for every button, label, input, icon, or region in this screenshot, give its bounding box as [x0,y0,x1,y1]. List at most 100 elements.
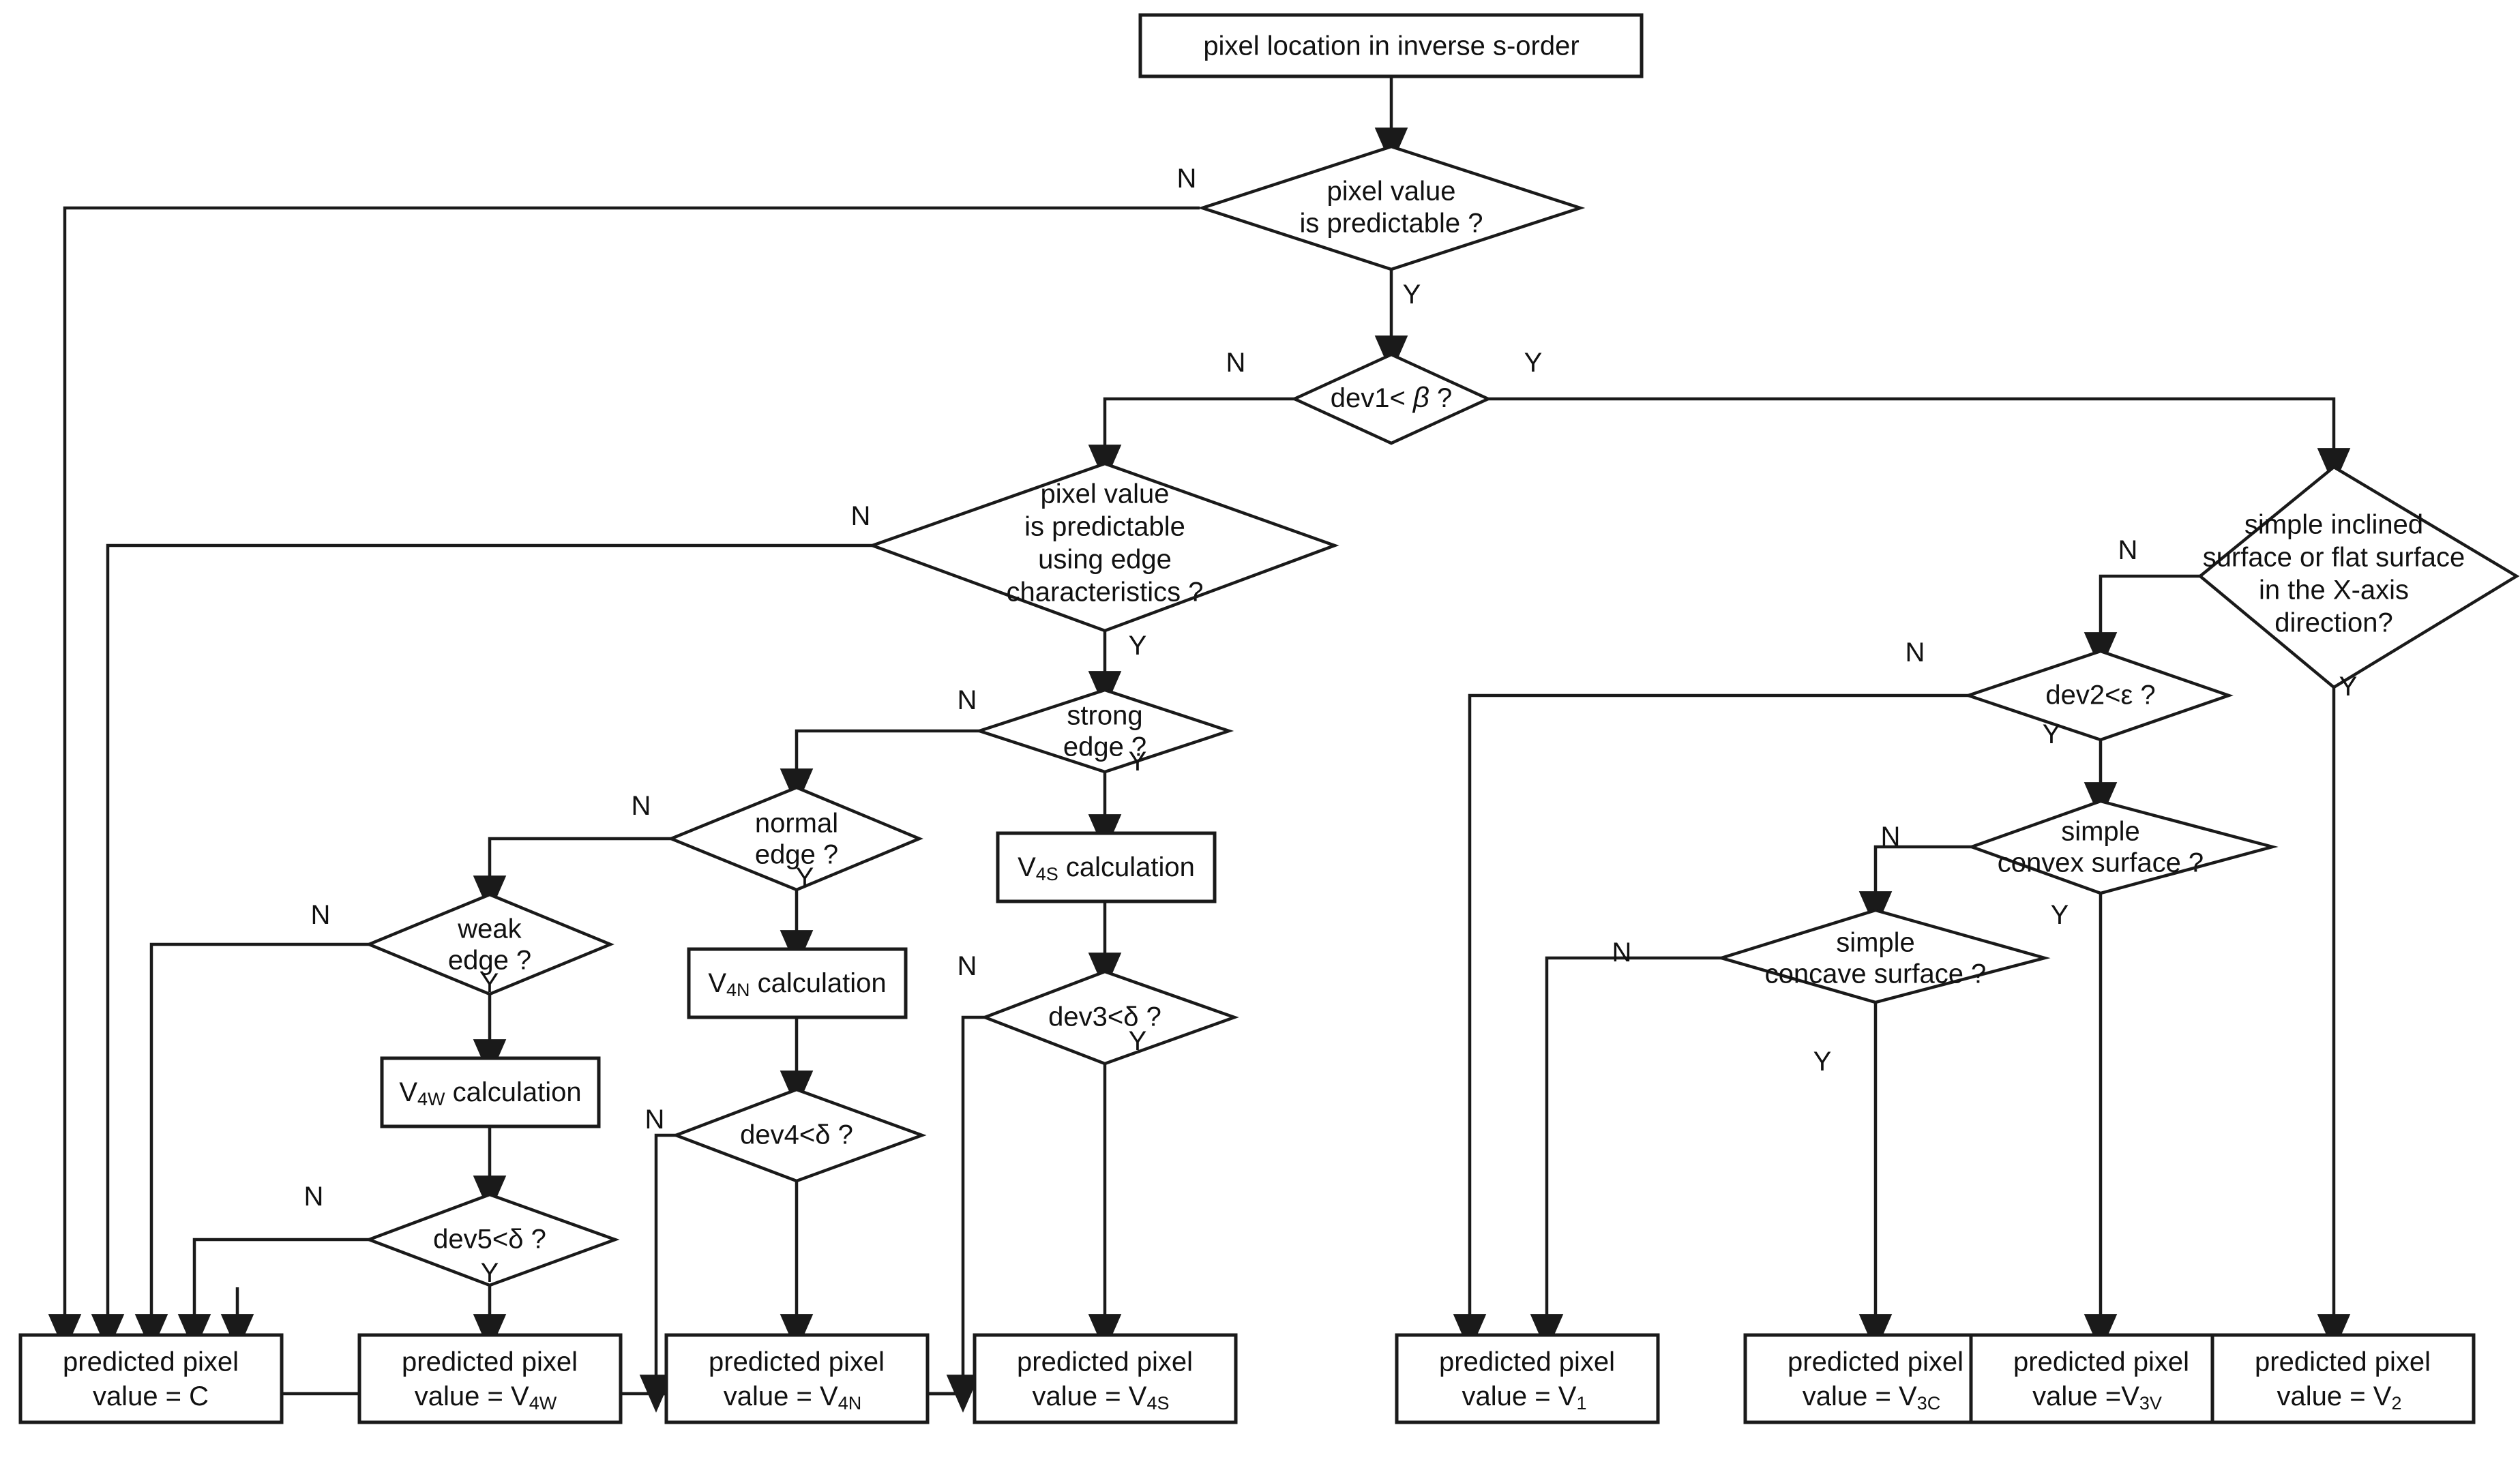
decision-label-line2: is predictable ? [1299,209,1483,239]
node-simple-inclined-surface[interactable]: simple inclined surface or flat surface … [2197,465,2520,689]
terminal-box [1395,1333,1660,1424]
terminal-label-line2: value = V2 [2277,1381,2402,1414]
node-result-v4n[interactable]: predicted pixel value = V4N [664,1333,930,1424]
branch-label-no: N [632,791,651,821]
branch-label-no: N [2118,535,2138,565]
node-normal-edge[interactable]: normal edge ? [667,785,923,892]
decision-diamond [1716,908,2051,1004]
decision-label-line4: characteristics ? [1007,578,1204,608]
terminal-label-line1: predicted pixel [1017,1347,1193,1377]
branch-label-no: N [958,685,977,715]
terminal-box [2210,1333,2476,1424]
edge-strong-no [780,729,982,807]
decision-label-line3: using edge [1038,545,1172,575]
decision-diamond [364,1193,620,1287]
node-simple-concave-surface[interactable]: simple concave surface ? [1716,908,2051,1004]
node-result-v3c[interactable]: predicted pixel value = V3C [1743,1333,2008,1424]
terminal-label-line1: predicted pixel [2013,1347,2189,1377]
process-label: V4W calculation [399,1077,581,1110]
edge-dev5-no [177,1238,372,1352]
node-pixel-value-predictable[interactable]: pixel value is predictable ? [1197,145,1586,271]
edge-normal-no [473,837,674,914]
decision-diamond [1967,799,2279,895]
branch-label-yes: Y [1813,1047,1832,1077]
decision-label-line1: dev1< β ? [1331,381,1453,413]
node-v4s-calculation[interactable]: V4S calculation [996,831,1217,903]
branch-label-no: N [1612,938,1632,968]
branch-label-no: N [1881,822,1901,852]
decision-label-line2: surface or flat surface [2203,543,2465,573]
node-result-v4s[interactable]: predicted pixel value = V4S [973,1333,1238,1424]
decision-label-line1: dev3<δ ? [1048,1002,1161,1032]
terminal-label-line1: predicted pixel [1439,1347,1615,1377]
node-weak-edge[interactable]: weak edge ? [365,893,614,996]
edge-concave-no [1530,956,1724,1352]
node-result-v2[interactable]: predicted pixel value = V2 [2210,1333,2476,1424]
node-edge-characteristics[interactable]: pixel value is predictable using edge ch… [868,462,1339,633]
branch-label-no: N [1177,164,1197,194]
terminal-label-line2: value = V4S [1033,1381,1170,1414]
node-dev3[interactable]: dev3<δ ? [980,970,1239,1066]
decision-label-line2: edge ? [755,840,838,870]
node-strong-edge[interactable]: strong edge ? [974,688,1234,774]
process-box [996,831,1217,903]
decision-diamond [974,688,1234,774]
branch-label-yes: Y [2051,900,2069,930]
decision-label-line1: simple [2061,817,2140,847]
edge-dev1-no [1088,397,1297,483]
decision-label-line1: dev4<δ ? [740,1120,853,1150]
branch-label-no: N [1906,638,1925,668]
decision-diamond [1963,649,2234,742]
node-v4n-calculation[interactable]: V4N calculation [687,947,908,1019]
process-label: V4S calculation [1018,852,1195,885]
branch-label-yes: Y [1129,1026,1147,1056]
node-v4w-calculation[interactable]: V4W calculation [380,1056,601,1128]
process-box [380,1056,601,1128]
node-simple-convex-surface[interactable]: simple convex surface ? [1967,799,2279,895]
decision-label-line1: dev5<δ ? [433,1225,546,1255]
start-box [1138,13,1644,78]
edge-convex-no [1858,845,1974,929]
decision-label-line3: in the X-axis [2259,575,2409,605]
terminal-label-line2: value =V3V [2032,1381,2162,1414]
decision-diamond [667,785,923,892]
node-start[interactable]: pixel location in inverse s-order [1138,13,1644,78]
edge-edgechar-no [91,543,875,1352]
terminal-label-line1: predicted pixel [402,1347,578,1377]
terminal-box [357,1333,623,1424]
edge-predictable-no [48,206,1200,1352]
node-dev1[interactable]: dev1< β ? [1290,353,1492,445]
terminal-label-line1: predicted pixel [2255,1347,2431,1377]
node-dev4[interactable]: dev4<δ ? [671,1088,927,1183]
branch-label-no: N [311,900,331,930]
terminal-label-line2: value = C [93,1381,209,1411]
node-result-v4w[interactable]: predicted pixel value = V4W [357,1333,623,1424]
edge-inclined-no [2084,574,2203,670]
decision-label-line2: convex surface ? [1998,848,2204,878]
edge-dev4-no [639,1133,679,1413]
branch-label-yes: Y [1129,747,1147,777]
decision-label-line1: simple inclined [2244,510,2423,540]
node-result-v3v[interactable]: predicted pixel value =V3V [1969,1333,2234,1424]
branch-label-yes: Y [2043,719,2061,749]
branch-label-yes: Y [1524,348,1543,378]
decision-label-line1: pixel value [1040,479,1169,509]
terminal-label-line1: predicted pixel [63,1347,239,1377]
node-dev2[interactable]: dev2<ε ? [1963,649,2234,742]
decision-diamond [2197,465,2520,689]
terminal-label-line2: value = V3C [1803,1381,1940,1414]
node-result-c[interactable]: predicted pixel value = C [18,1333,284,1424]
branch-label-no: N [304,1182,324,1212]
node-result-v1[interactable]: predicted pixel value = V1 [1395,1333,1660,1424]
node-dev5[interactable]: dev5<δ ? [364,1193,620,1287]
branch-label-yes: Y [1403,280,1421,310]
edge-dev2-no [1453,693,1971,1352]
decision-diamond [365,893,614,996]
decision-diamond [868,462,1339,633]
edge-dev1-yes [1485,397,2351,486]
branch-label-yes: Y [796,863,814,893]
decision-diamond [671,1088,927,1183]
process-label: V4N calculation [708,968,886,1001]
decision-label-line2: is predictable [1024,512,1185,542]
